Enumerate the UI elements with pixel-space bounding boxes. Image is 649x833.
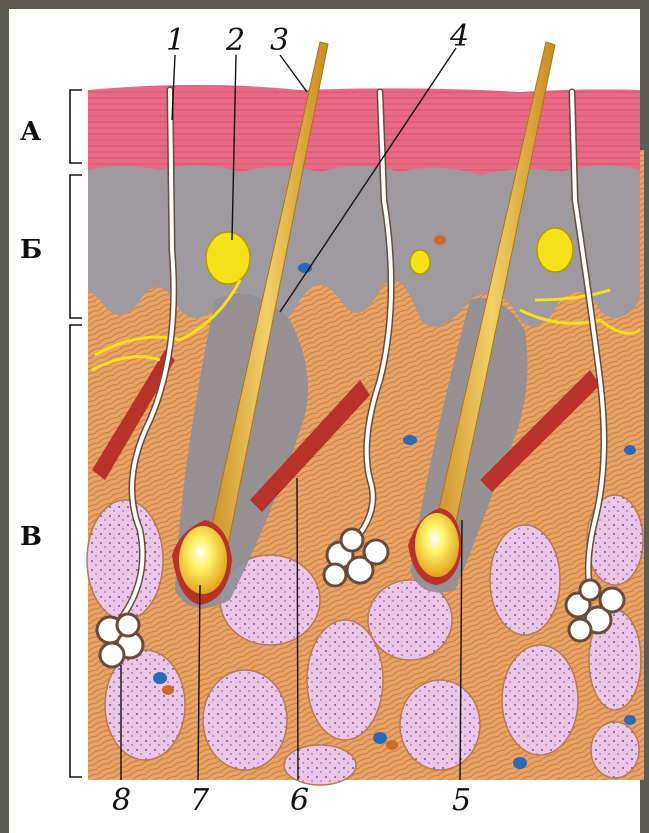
layer-label-v: В	[20, 522, 42, 552]
callout-8: 8	[112, 783, 131, 818]
callout-2: 2	[225, 23, 245, 58]
layer-label-a: А	[20, 117, 41, 147]
layer-label-b: Б	[20, 235, 42, 265]
callout-4: 4	[449, 19, 469, 54]
callout-1: 1	[166, 23, 185, 58]
layer-brackets	[70, 90, 82, 777]
callout-6: 6	[290, 783, 309, 818]
callout-3: 3	[270, 23, 289, 58]
callout-5: 5	[452, 783, 471, 818]
callout-7: 7	[190, 783, 210, 818]
